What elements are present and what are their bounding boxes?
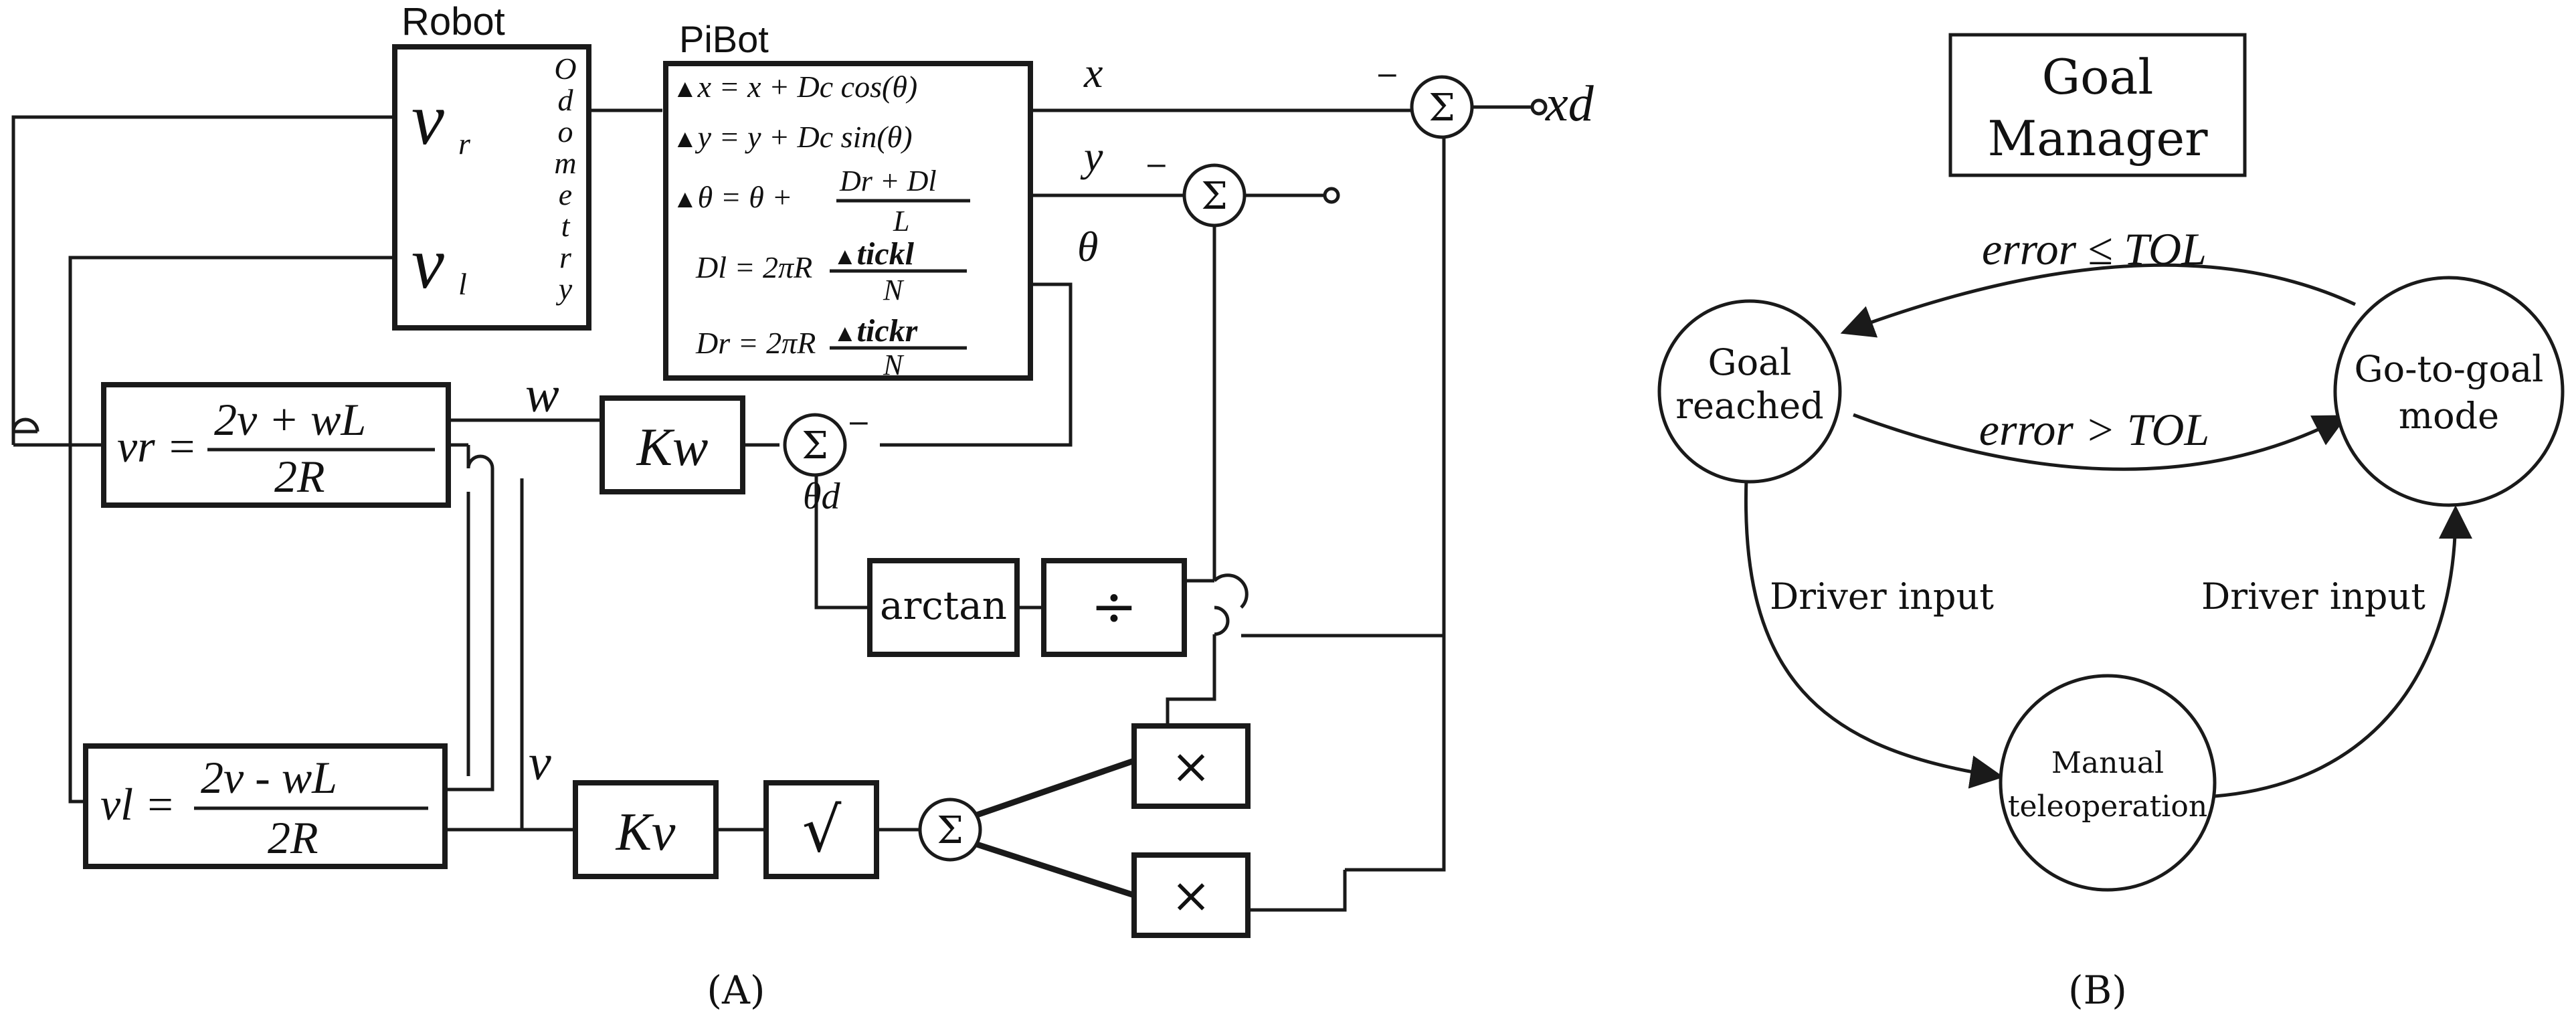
pibot-eq4-lhs: Dl = 2πR: [695, 250, 812, 284]
vl-num: 2v - wL: [201, 752, 337, 803]
sum-x: Σ: [1410, 75, 1474, 139]
robot-vl: v: [411, 222, 444, 304]
pibot-eq5-num: tickr: [857, 313, 919, 349]
svg-text:Σ: Σ: [1201, 175, 1228, 218]
pibot-eq4-num: tickl: [857, 236, 915, 272]
svg-text:Kw: Kw: [636, 418, 709, 477]
robot-vl-sub: l: [458, 267, 467, 301]
sum-theta: Σ: [783, 413, 847, 477]
svg-text:Σ: Σ: [802, 424, 828, 468]
caption-a: (A): [707, 967, 765, 1013]
sqrt-block: √: [763, 780, 879, 879]
svg-text:×: ×: [1171, 738, 1211, 794]
pibot-title: PiBot: [679, 18, 769, 60]
xd-label: xd: [1545, 76, 1594, 132]
caption-b: (B): [2068, 967, 2127, 1013]
svg-text:Manual: Manual: [2051, 746, 2164, 780]
y-terminal: [1323, 187, 1340, 204]
pibot-eq5-den: N: [883, 349, 905, 381]
output-theta-label: θ: [1077, 223, 1098, 270]
minus-x: –: [1378, 56, 1396, 91]
odometry-letter: O: [554, 52, 576, 86]
svg-text:Go-to-goal: Go-to-goal: [2355, 348, 2544, 390]
svg-text:reached: reached: [1675, 385, 1824, 427]
vr-num: 2v + wL: [214, 394, 366, 445]
edge-label-error-gt-tol: error > TOL: [1979, 404, 2209, 455]
vl-den: 2R: [268, 812, 318, 863]
sum-y: Σ: [1182, 163, 1247, 227]
svg-text:Σ: Σ: [937, 809, 963, 852]
signal-v-label: v: [529, 735, 551, 791]
pibot-eq1: x = x + Dc cos(θ): [697, 70, 918, 104]
panel-a-wires: [11, 105, 1532, 912]
robot-vr-sub: r: [458, 126, 471, 161]
multiply-block-top: ×: [1131, 723, 1251, 809]
output-y-label: y: [1080, 132, 1103, 180]
minus-y: –: [1147, 146, 1166, 181]
svg-text:Goal: Goal: [1708, 341, 1791, 383]
vr-block: vr = 2v + wL 2R: [101, 382, 451, 508]
multiply-block-bottom: ×: [1131, 852, 1251, 938]
divide-block: ÷: [1041, 558, 1187, 657]
xd-terminal: [1530, 98, 1548, 116]
output-x-label: x: [1083, 49, 1103, 96]
svg-text:mode: mode: [2399, 395, 2499, 437]
odometry-letter: o: [558, 114, 573, 149]
signal-w-label: w: [525, 367, 559, 423]
kw-block: Kw: [600, 395, 745, 494]
svg-text:▲x = x + Dc cos(θ): ▲x = x + Dc cos(θ): [672, 70, 917, 104]
odometry-letter: t: [561, 209, 571, 243]
state-go-to-goal: Go-to-goal mode: [2333, 276, 2565, 507]
state-edges: [1744, 263, 2472, 798]
odometry-letter: y: [556, 272, 573, 306]
vl-block: vl = 2v - wL 2R: [83, 743, 448, 869]
edge-label-driver-input-left: Driver input: [1770, 575, 1994, 618]
svg-text:Manager: Manager: [1987, 110, 2208, 167]
theta-d-label: θd: [803, 476, 841, 517]
odometry-letter: d: [558, 83, 574, 117]
svg-text:Goal: Goal: [2042, 49, 2154, 105]
minus-theta: –: [850, 403, 868, 439]
pibot-eq4-den: N: [883, 274, 905, 306]
robot-vr: v: [411, 78, 444, 160]
svg-text:teleoperation: teleoperation: [2008, 789, 2207, 824]
svg-text:×: ×: [1171, 867, 1211, 923]
odometry-letter: r: [559, 240, 572, 274]
svg-text:▲tickr: ▲tickr: [833, 313, 919, 349]
svg-text:▲θ = θ +: ▲θ = θ +: [672, 180, 792, 214]
svg-text:÷: ÷: [1091, 573, 1137, 639]
state-manual-teleoperation: Manual teleoperation: [1999, 674, 2217, 892]
pibot-eq3-lhs: θ = θ +: [698, 180, 793, 214]
vr-den: 2R: [274, 451, 325, 502]
vr-lhs: vr =: [117, 421, 197, 472]
edge-label-error-le-tol: error ≤ TOL: [1982, 223, 2207, 274]
svg-text:▲tickl: ▲tickl: [833, 236, 915, 272]
svg-text:Kv: Kv: [616, 803, 676, 862]
arctan-block: arctan: [867, 558, 1020, 657]
pibot-block: PiBot ▲x = x + Dc cos(θ) ▲y = y + Dc sin…: [663, 18, 1033, 381]
pibot-eq5-lhs: Dr = 2πR: [695, 326, 816, 360]
goal-manager-box: Goal Manager: [1948, 33, 2247, 177]
svg-text:arctan: arctan: [880, 583, 1007, 628]
pibot-eq3-num: Dr + Dl: [839, 165, 937, 197]
state-goal-reached: Goal reached: [1657, 299, 1842, 484]
edge-label-driver-input-right: Driver input: [2201, 575, 2425, 618]
odometry-letter: m: [554, 146, 576, 180]
svg-text:Σ: Σ: [1429, 86, 1455, 130]
pibot-eq2: y = y + Dc sin(θ): [695, 120, 913, 154]
pibot-eq3-den: L: [893, 205, 909, 238]
svg-text:▲y = y + Dc sin(θ): ▲y = y + Dc sin(θ): [672, 120, 913, 154]
odometry-letter: e: [559, 177, 572, 211]
robot-title: Robot: [401, 0, 505, 43]
sum-v: Σ: [918, 798, 982, 862]
kv-block: Kv: [573, 780, 719, 879]
vl-lhs: vl =: [100, 779, 175, 830]
svg-text:√: √: [802, 794, 842, 866]
